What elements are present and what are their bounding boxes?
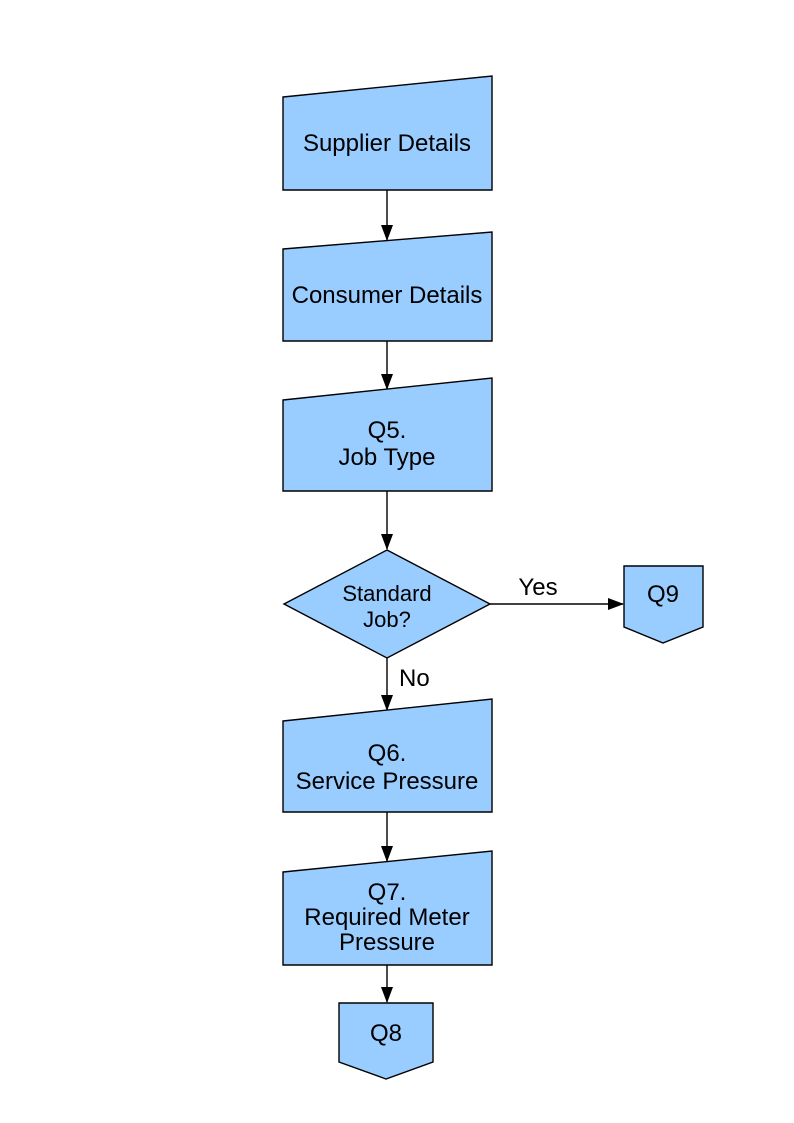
q7-label-line1: Q7. (368, 879, 407, 906)
q8-label: Q8 (370, 1020, 402, 1047)
supplier-details-label: Supplier Details (303, 130, 471, 157)
q5-label-line2: Job Type (339, 444, 436, 471)
q6-label-line1: Q6. (368, 740, 407, 767)
q7-required-meter-pressure-node (282, 850, 493, 966)
supplier-details-node (282, 75, 493, 191)
consumer-details-node (282, 231, 493, 342)
q6-service-pressure-node (282, 698, 493, 813)
consumer-details-label: Consumer Details (292, 282, 483, 309)
q8-offpage-connector (338, 1002, 434, 1080)
q7-label-line3: Pressure (339, 929, 435, 956)
q7-label-line2: Required Meter (304, 904, 469, 931)
q5-label-line1: Q5. (368, 417, 407, 444)
q6-label-line2: Service Pressure (296, 768, 479, 795)
yes-edge-label: Yes (518, 574, 557, 601)
standard-job-decision-diamond (282, 549, 492, 659)
q9-offpage-connector (623, 565, 704, 644)
q5-job-type-node (282, 377, 493, 492)
decision-label-line2: Job? (363, 607, 411, 632)
q9-label: Q9 (647, 581, 679, 608)
no-edge-label: No (399, 665, 430, 692)
decision-label-line1: Standard (342, 581, 431, 606)
